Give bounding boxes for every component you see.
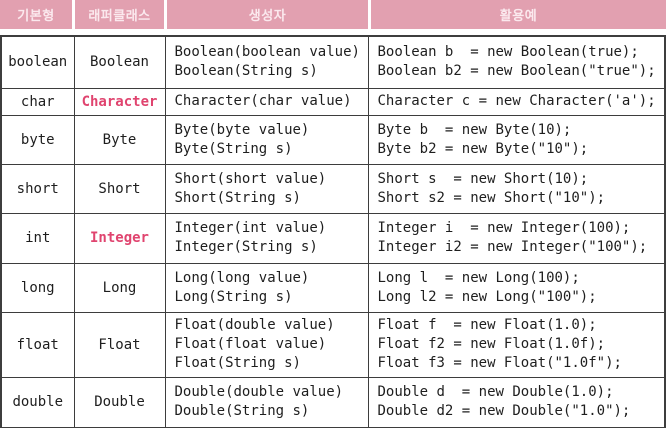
- wrapper-cell: Byte: [73, 114, 166, 165]
- example-cell: Integer i = new Integer(100); Integer i2…: [367, 212, 666, 264]
- constructor-cell: Long(long value) Long(String s): [164, 262, 369, 313]
- table-row-byte: byte Byte Byte(byte value) Byte(String s…: [0, 114, 666, 165]
- wrapper-cell: Double: [73, 376, 166, 428]
- constructor-cell: Character(char value): [164, 87, 369, 116]
- constructor-cell: Byte(byte value) Byte(String s): [164, 114, 369, 165]
- example-cell: Long l = new Long(100); Long l2 = new Lo…: [367, 262, 666, 313]
- primitive-cell: boolean: [0, 35, 75, 89]
- table-row-long: long Long Long(long value) Long(String s…: [0, 262, 666, 313]
- constructor-cell: Float(double value) Float(float value) F…: [164, 311, 369, 378]
- example-cell: Short s = new Short(10); Short s2 = new …: [367, 163, 666, 214]
- primitive-cell: char: [0, 87, 75, 116]
- wrapper-cell: Long: [73, 262, 166, 313]
- table-row-int: int Integer Integer(int value) Integer(S…: [0, 212, 666, 264]
- wrapper-cell: Integer: [73, 212, 166, 264]
- constructor-cell: Short(short value) Short(String s): [164, 163, 369, 214]
- primitive-cell: short: [0, 163, 75, 214]
- table-row-char: char Character Character(char value) Cha…: [0, 87, 666, 116]
- header-usage-example: 활용예: [371, 0, 666, 29]
- header-constructor: 생성자: [167, 0, 368, 29]
- primitive-cell: byte: [0, 114, 75, 165]
- primitive-cell: long: [0, 262, 75, 313]
- example-cell: Character c = new Character('a');: [367, 87, 666, 116]
- wrapper-table: boolean Boolean Boolean(boolean value) B…: [0, 35, 666, 428]
- table-header: 기본형 래퍼클래스 생성자 활용예: [0, 0, 666, 29]
- table-row-short: short Short Short(short value) Short(Str…: [0, 163, 666, 214]
- primitive-cell: double: [0, 376, 75, 428]
- wrapper-cell: Float: [73, 311, 166, 378]
- constructor-cell: Double(double value) Double(String s): [164, 376, 369, 428]
- example-cell: Boolean b = new Boolean(true); Boolean b…: [367, 35, 666, 89]
- table-row-float: float Float Float(double value) Float(fl…: [0, 311, 666, 378]
- example-cell: Float f = new Float(1.0); Float f2 = new…: [367, 311, 666, 378]
- example-cell: Double d = new Double(1.0); Double d2 = …: [367, 376, 666, 428]
- table-row-boolean: boolean Boolean Boolean(boolean value) B…: [0, 35, 666, 89]
- header-primitive-type: 기본형: [0, 0, 72, 29]
- header-wrapper-class: 래퍼클래스: [75, 0, 164, 29]
- primitive-cell: int: [0, 212, 75, 264]
- primitive-cell: float: [0, 311, 75, 378]
- table-row-double: double Double Double(double value) Doubl…: [0, 376, 666, 428]
- wrapper-cell: Boolean: [73, 35, 166, 89]
- constructor-cell: Integer(int value) Integer(String s): [164, 212, 369, 264]
- wrapper-cell: Character: [73, 87, 166, 116]
- example-cell: Byte b = new Byte(10); Byte b2 = new Byt…: [367, 114, 666, 165]
- wrapper-cell: Short: [73, 163, 166, 214]
- constructor-cell: Boolean(boolean value) Boolean(String s): [164, 35, 369, 89]
